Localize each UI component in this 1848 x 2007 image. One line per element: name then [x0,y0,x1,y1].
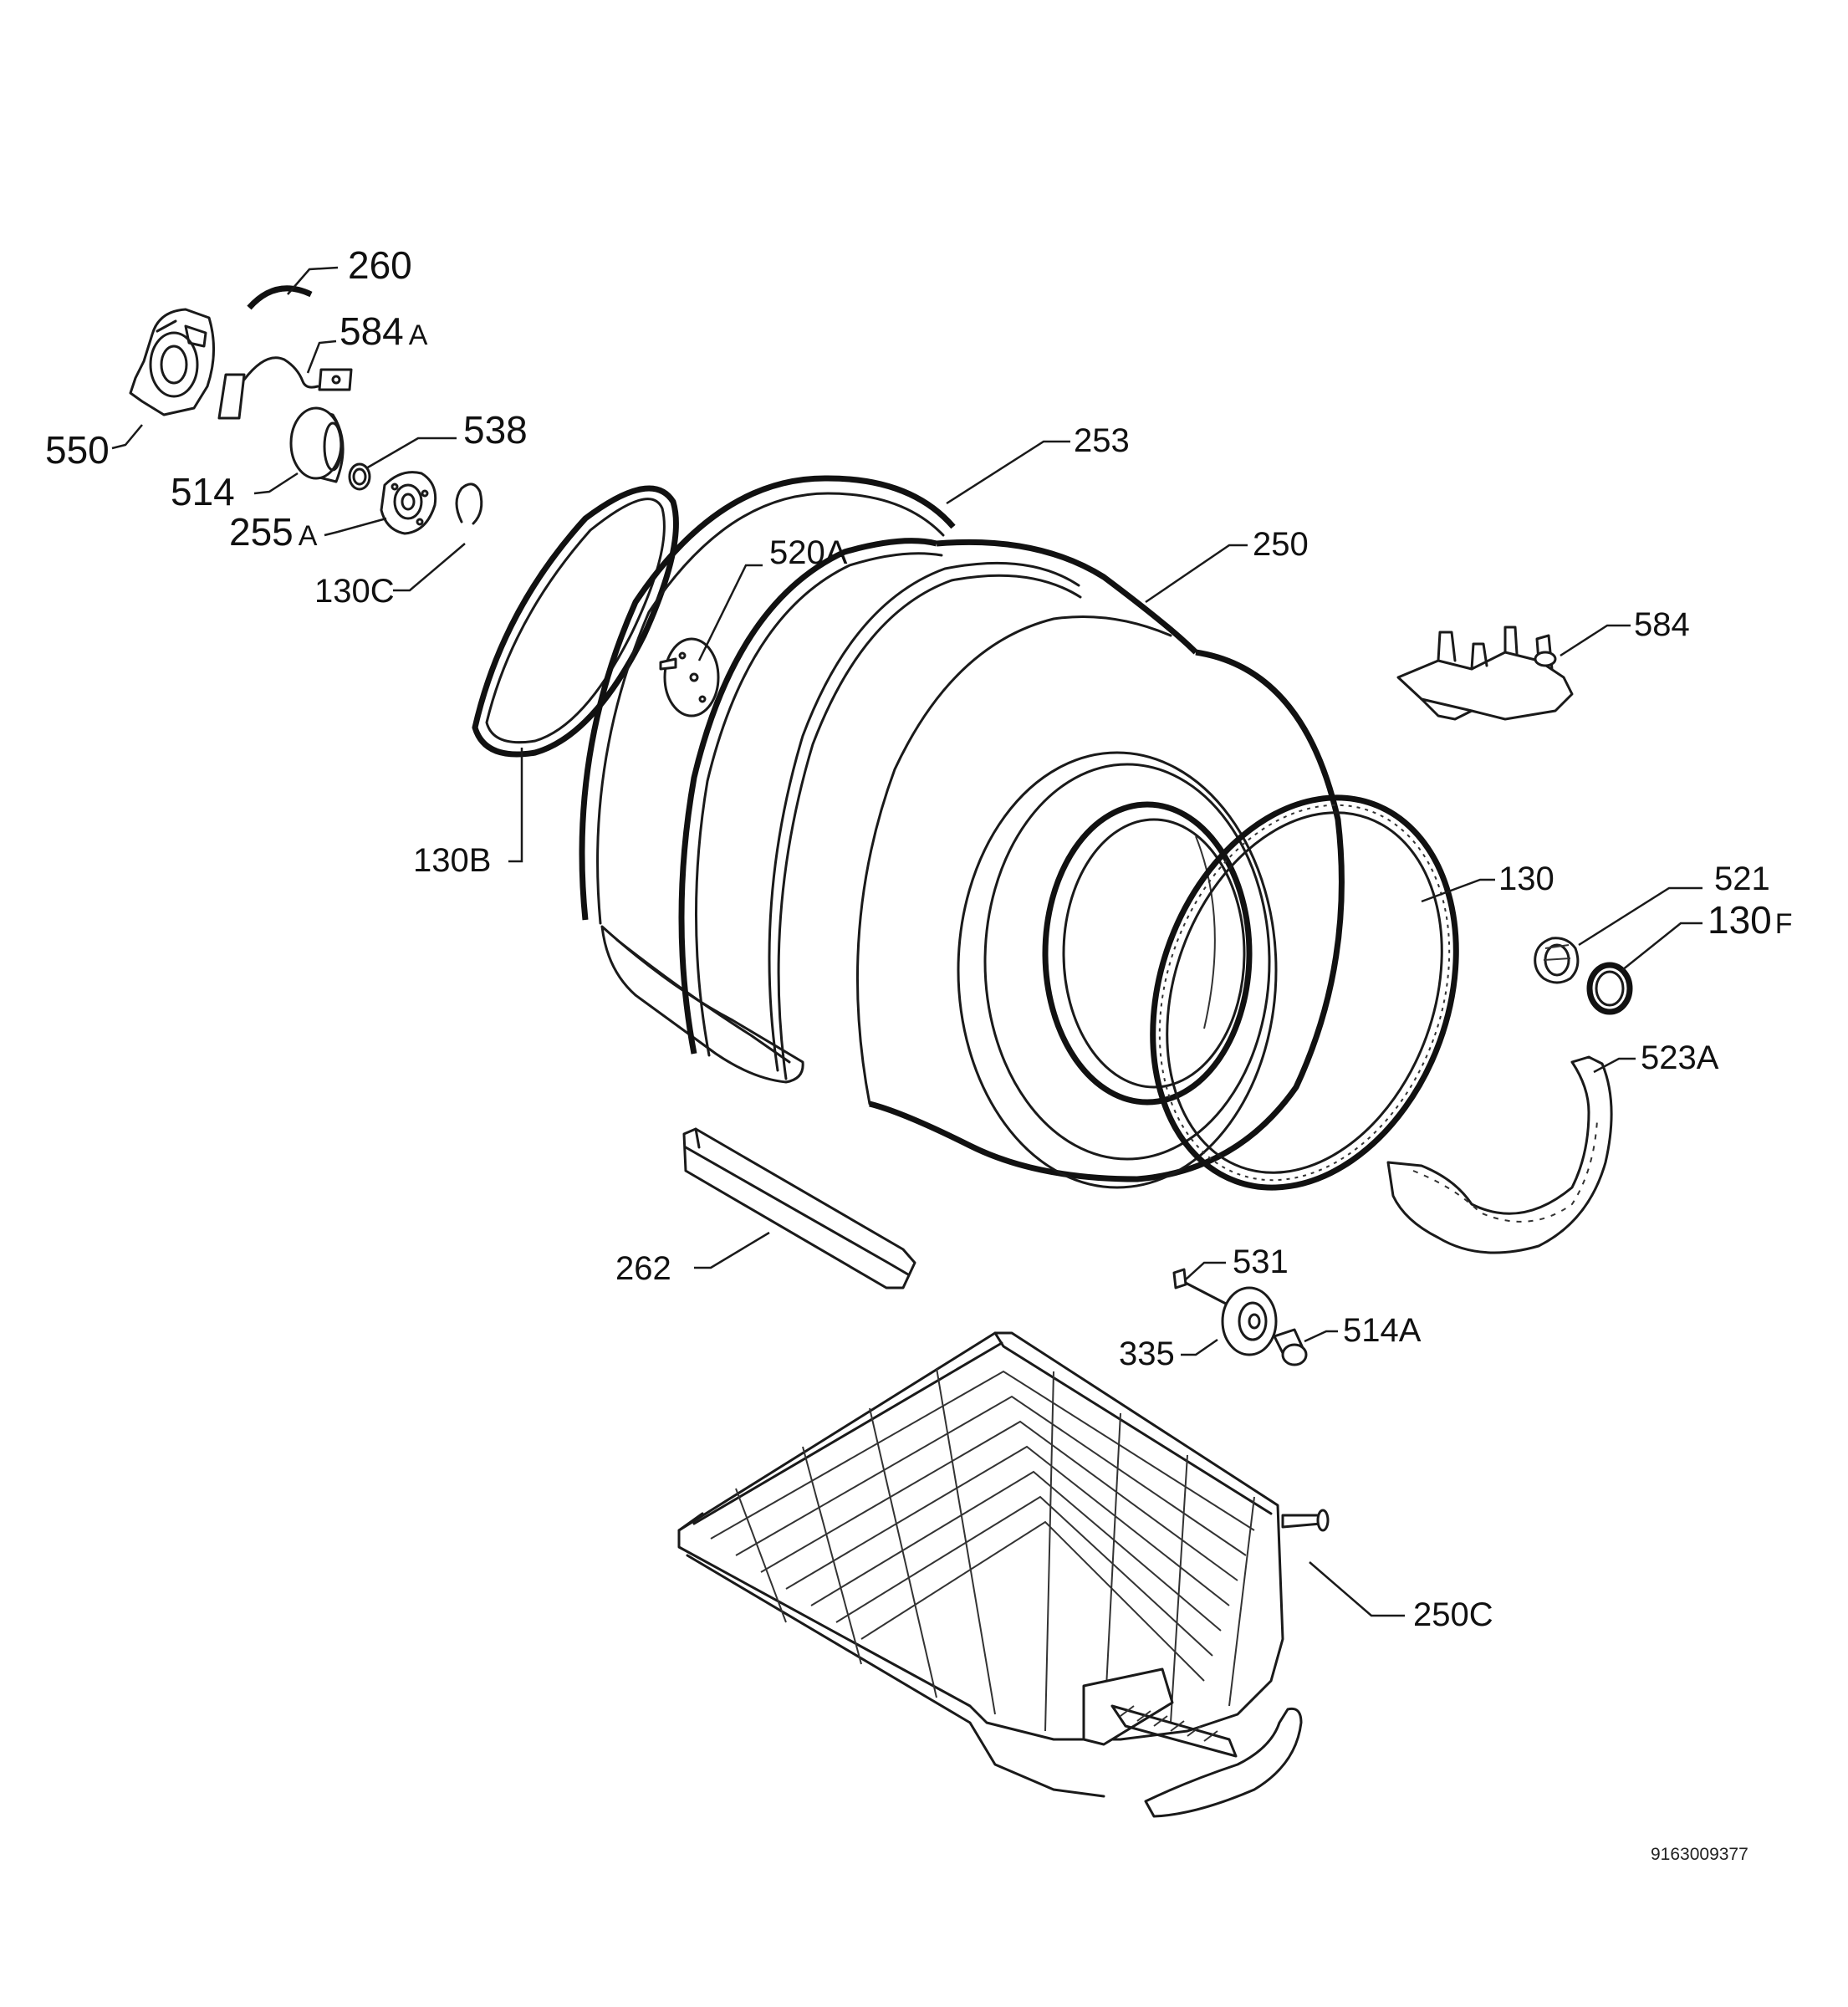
part-130c-circlip [455,483,483,525]
callout-584: 584 [1634,606,1690,643]
callout-520a: 520A [769,534,848,571]
part-514-bearing-sleeve [289,406,345,483]
callout-531: 531 [1233,1244,1289,1280]
callout-250c: 250C [1413,1596,1493,1633]
part-335-roller [1221,1286,1278,1356]
part-584-bracket [1396,626,1574,721]
callout-514: 514 [171,470,235,513]
callout-523a: 523A [1641,1039,1719,1076]
callout-130b: 130B [413,842,491,879]
part-130b-rear-seal [472,485,679,758]
callout-521: 521 [1714,861,1770,897]
part-262-drum-baffle [682,1127,916,1289]
leader-lines [111,266,1703,1617]
callout-130: 130 [1498,861,1554,897]
callout-538: 538 [463,408,528,452]
callout-262: 262 [615,1250,671,1287]
callout-335: 335 [1119,1335,1175,1372]
callout-130c: 130C [314,573,395,610]
part-531-screw [1172,1268,1229,1306]
part-253-rear-drum-shell [600,925,804,1084]
callout-250: 250 [1253,526,1309,563]
part-255a-flange-bearing [380,471,437,535]
part-521-cap [1534,937,1580,984]
part-130-front-seal [1150,794,1459,1191]
document-code: 9163009377 [1651,1845,1748,1864]
callout-514a: 514A [1343,1312,1422,1349]
part-514a-bushing [1273,1328,1308,1366]
part-550-bearing-bracket [129,308,215,416]
part-250c-drying-basket [677,1331,1330,1818]
part-130f-o-ring [1586,962,1633,1015]
part-584a-sensor [217,356,353,420]
part-253-drum-belt [579,475,956,925]
callout-260: 260 [348,243,412,287]
callout-253: 253 [1074,422,1130,459]
part-520a-rear-plate [659,637,720,718]
part-250-drum [678,538,1345,1189]
part-538-ring [348,462,371,491]
part-260-wire-clip [247,285,313,310]
callout-550: 550 [45,428,110,472]
